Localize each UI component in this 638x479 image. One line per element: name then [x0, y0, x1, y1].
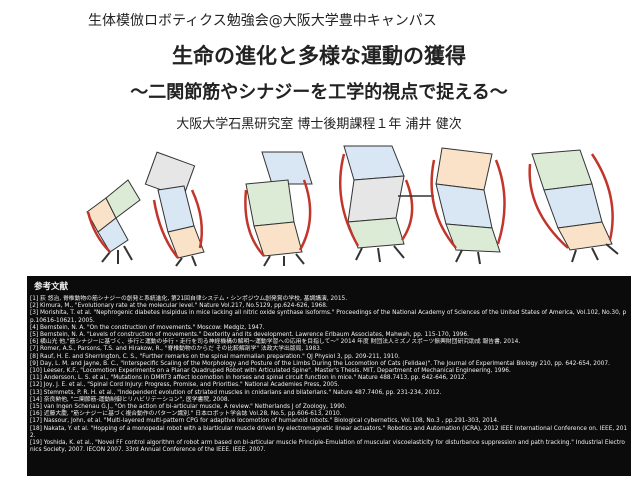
- limb-stage-3: [244, 151, 313, 267]
- limb-stage-5: [430, 147, 506, 265]
- reference-item: [8] Rauf, H. E. and Sherrington, C. S., …: [30, 353, 400, 360]
- reference-item: [9] Day, L. M. and Jayne, B. C., "Inters…: [30, 360, 610, 367]
- author-line: 大阪大学石黒研究室 博士後期課程１年 浦井 健次: [176, 117, 462, 132]
- reference-item: [11] Andersson, L. S. et al., "Mutations…: [30, 375, 467, 382]
- reference-item: [3] Morishita, T. et al. "Nephrogenic di…: [30, 310, 627, 324]
- reference-item: [10] Leeser, K.F., "Locomotion Experimen…: [30, 368, 511, 375]
- slide-title: 生命の進化と多様な運動の獲得: [172, 44, 466, 68]
- reference-item: [1] 荻 悠治, 脊椎動物の筋シナジーの創発と系統進化, 第21回自律システム…: [30, 296, 348, 302]
- limb-evolution-figure: [86, 145, 619, 267]
- reference-item: [15] van Ingen Schenau G.J., "On the act…: [30, 404, 347, 411]
- reference-item: [12] Joy, J. E. et al., "Spinal Cord Inj…: [30, 382, 340, 389]
- reference-item: [19] Yoshida, K. et al., "Novel FF contr…: [30, 440, 625, 454]
- reference-list: [1] 荻 悠治, 脊椎動物の筋シナジーの創発と系統進化, 第21回自律システム…: [27, 296, 631, 454]
- reference-item: [6] 横山光 他,"筋シナジーに基づく、歩行と運動の歩行・走行を司る神経機構の…: [30, 339, 521, 346]
- reference-item: [17] Nassour, John, et al. "Multi-layere…: [30, 418, 499, 425]
- limb-stage-6: [528, 149, 619, 263]
- reference-item: [14] 奈良勲他, "二関節筋-運動制御とリハビリテーション", 医学書院, …: [30, 396, 230, 403]
- reference-item: [13] Stemmets, P. R. H. et al., "Indepen…: [30, 389, 442, 396]
- reference-item: [18] Nakata, Y. et al. "Hopping of a mon…: [30, 425, 628, 439]
- fin-stage-1: [86, 179, 141, 264]
- reference-item: [4] Bernstein, N. A. "On the constructio…: [30, 324, 265, 331]
- reference-item: [2] Kimura, M., "Evolutionary rate at th…: [30, 303, 328, 310]
- reference-item: [7] Romer, A.S., Parsons, T.S. and Hirak…: [30, 346, 322, 353]
- reference-item: [5] Bernstein, N. A. "Levels of construc…: [30, 332, 469, 339]
- limb-stage-4: [338, 145, 434, 263]
- event-label: 生体模倣ロボティクス勉強会@大阪大学豊中キャンパス: [88, 13, 437, 29]
- slide-subtitle: 〜二関節筋やシナジーを工学的視点で捉える〜: [130, 82, 508, 103]
- references-panel: 参考文献 [1] 荻 悠治, 脊椎動物の筋シナジーの創発と系統進化, 第21回自…: [27, 276, 631, 476]
- fin-stage-2: [144, 151, 205, 267]
- reference-item: [16] 近藤大慶, "筋シナジーに基づく複合動作のパターン識別." 日本ロボッ…: [30, 411, 342, 418]
- references-heading: 参考文献: [34, 282, 69, 292]
